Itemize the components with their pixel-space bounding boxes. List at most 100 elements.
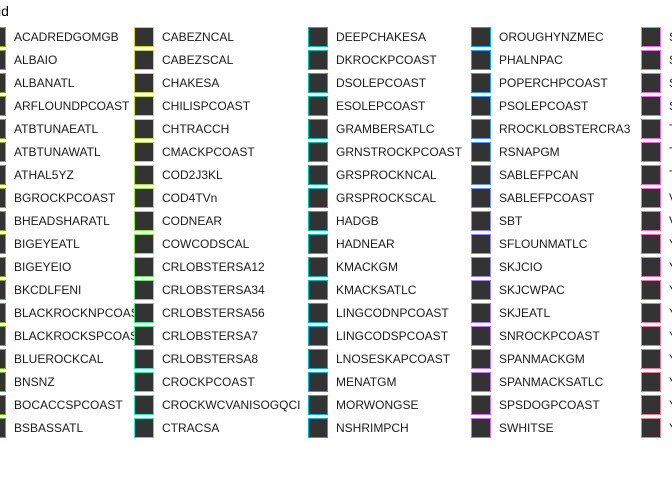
legend-key bbox=[308, 372, 328, 392]
legend-label: SKJCWPAC bbox=[499, 283, 565, 297]
legend-key bbox=[471, 211, 491, 231]
legend-label: NSHRIMPCH bbox=[336, 421, 409, 435]
legend-key bbox=[471, 395, 491, 415]
legend-key bbox=[308, 96, 328, 116]
legend-label: BSBASSATL bbox=[14, 421, 84, 435]
legend-key bbox=[641, 349, 661, 369]
legend-key bbox=[308, 50, 328, 70]
legend-key bbox=[0, 418, 6, 438]
legend-key bbox=[308, 165, 328, 185]
legend-key bbox=[308, 142, 328, 162]
legend-key bbox=[134, 418, 154, 438]
legend-label: COD2J3KL bbox=[162, 168, 223, 182]
legend-key bbox=[134, 234, 154, 254]
legend-key bbox=[471, 349, 491, 369]
legend-key bbox=[641, 142, 661, 162]
legend-label: ATBTUNAEATL bbox=[14, 122, 99, 136]
legend-label: HADGB bbox=[336, 214, 379, 228]
legend-label: LNOSESKAPCOAST bbox=[336, 352, 451, 366]
legend-label: Y bbox=[669, 375, 672, 389]
legend-label: LINGCODNPCOAST bbox=[336, 306, 449, 320]
legend-label: Y bbox=[669, 306, 672, 320]
legend-label: GRAMBERSATLC bbox=[336, 122, 435, 136]
legend-key bbox=[641, 119, 661, 139]
legend-label: S bbox=[669, 76, 672, 90]
legend-key bbox=[308, 27, 328, 47]
legend-key bbox=[308, 303, 328, 323]
legend-key bbox=[308, 188, 328, 208]
legend-key bbox=[308, 257, 328, 277]
legend-key bbox=[134, 211, 154, 231]
legend-label: V bbox=[669, 191, 672, 205]
legend-key bbox=[471, 257, 491, 277]
legend-label: RROCKLOBSTERCRA3 bbox=[499, 122, 631, 136]
legend-key bbox=[641, 165, 661, 185]
legend-label: SPANMACKSATLC bbox=[499, 375, 604, 389]
legend-label: SABLEFPCOAST bbox=[499, 191, 595, 205]
legend-key bbox=[641, 395, 661, 415]
legend-label: Y bbox=[669, 237, 672, 251]
legend-key bbox=[308, 234, 328, 254]
legend-label: SWHITSE bbox=[499, 421, 554, 435]
legend-key bbox=[641, 50, 661, 70]
legend-label: CRLOBSTERSA8 bbox=[162, 352, 259, 366]
legend-key bbox=[308, 73, 328, 93]
legend-label: CTRACSA bbox=[162, 421, 220, 435]
legend-label: RSNAPGM bbox=[499, 145, 560, 159]
legend-label: SABLEFPCAN bbox=[499, 168, 579, 182]
legend-key bbox=[471, 165, 491, 185]
legend-key bbox=[134, 303, 154, 323]
legend-key bbox=[641, 96, 661, 116]
legend-label: OROUGHYNZMEC bbox=[499, 30, 604, 44]
legend-key bbox=[0, 349, 6, 369]
legend-key bbox=[0, 119, 6, 139]
legend-label: BGROCKPCOAST bbox=[14, 191, 116, 205]
legend-key bbox=[134, 165, 154, 185]
legend-key bbox=[471, 303, 491, 323]
legend-key bbox=[641, 27, 661, 47]
legend-label: ALBAIO bbox=[14, 53, 58, 67]
legend-label: ACADREDGOMGB bbox=[14, 30, 119, 44]
legend-label: SBT bbox=[499, 214, 523, 228]
legend-label: S bbox=[669, 99, 672, 113]
legend-label: BIGEYEIO bbox=[14, 260, 72, 274]
legend-label: SKJCIO bbox=[499, 260, 543, 274]
legend-label: PHALNPAC bbox=[499, 53, 563, 67]
legend-label: ATHAL5YZ bbox=[14, 168, 74, 182]
legend-label: T bbox=[669, 168, 672, 182]
legend-label: CHTRACCH bbox=[162, 122, 230, 136]
legend-key bbox=[0, 280, 6, 300]
legend-label: GRSPROCKNCAL bbox=[336, 168, 437, 182]
legend-label: BKCDLFENI bbox=[14, 283, 82, 297]
legend-key bbox=[641, 280, 661, 300]
legend-key bbox=[471, 234, 491, 254]
legend-key bbox=[641, 188, 661, 208]
legend-key bbox=[0, 372, 6, 392]
legend-key bbox=[471, 418, 491, 438]
legend-label: SPANMACKGM bbox=[499, 352, 585, 366]
legend-key bbox=[308, 395, 328, 415]
legend-key bbox=[308, 119, 328, 139]
legend-key bbox=[308, 349, 328, 369]
legend-key bbox=[0, 96, 6, 116]
legend-label: KMACKGM bbox=[336, 260, 399, 274]
legend-label: MORWONGSE bbox=[336, 398, 419, 412]
legend-key bbox=[134, 96, 154, 116]
legend-key bbox=[134, 372, 154, 392]
legend-label: BLUEROCKCAL bbox=[14, 352, 104, 366]
legend-key bbox=[0, 395, 6, 415]
legend-key bbox=[0, 142, 6, 162]
legend-label: BLACKROCKSPCOAST bbox=[14, 329, 146, 343]
legend-label: HADNEAR bbox=[336, 237, 395, 251]
legend-label: SKJEATL bbox=[499, 306, 551, 320]
legend-key bbox=[471, 96, 491, 116]
legend-key bbox=[0, 73, 6, 93]
legend-key bbox=[641, 234, 661, 254]
legend-label: SNROCKPCOAST bbox=[499, 329, 600, 343]
legend-label: CRLOBSTERSA12 bbox=[162, 260, 265, 274]
legend-label: POPERCHPCOAST bbox=[499, 76, 608, 90]
legend-label: V bbox=[669, 214, 672, 228]
legend-label: SPSDOGPCOAST bbox=[499, 398, 600, 412]
legend-label: S bbox=[669, 30, 672, 44]
legend-key bbox=[0, 234, 6, 254]
